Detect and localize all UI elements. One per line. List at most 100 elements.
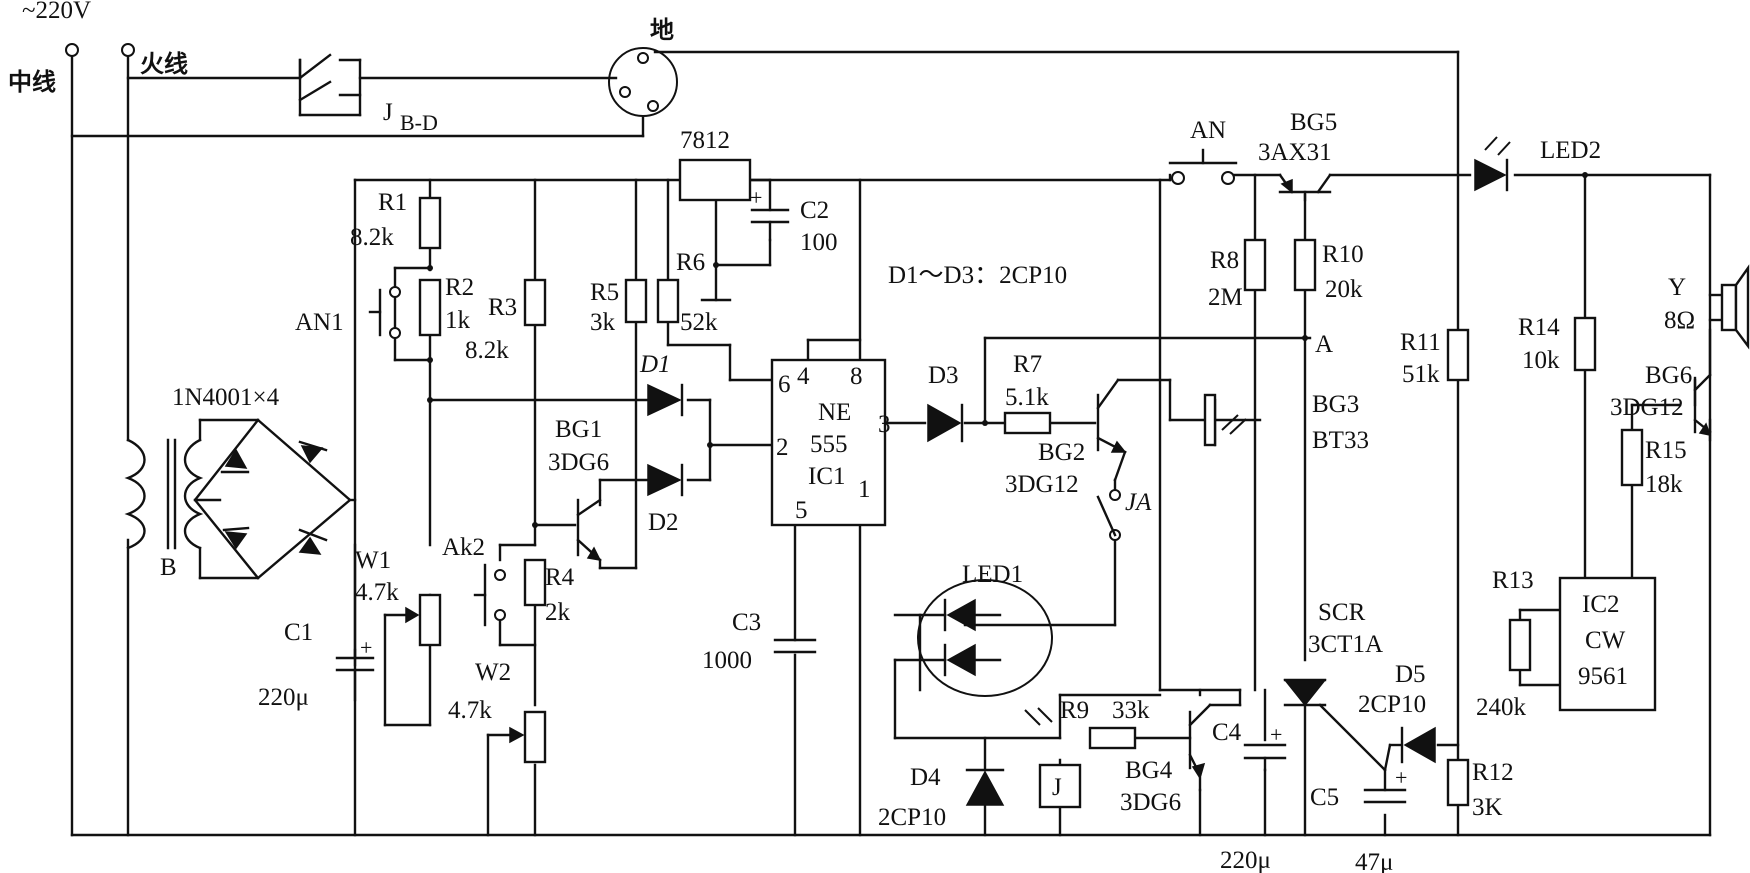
transistor-bg2	[1096, 378, 1127, 454]
led2-label: LED2	[1540, 137, 1601, 164]
node-a-label: A	[1315, 331, 1333, 358]
d2-label: D2	[648, 509, 679, 536]
c4-value: 220μ	[1220, 847, 1271, 873]
bg6-type: 3DG12	[1610, 394, 1684, 421]
c5-value: 47μ	[1355, 849, 1393, 873]
w1-value: 4.7k	[355, 579, 399, 606]
ic1-pin6: 6	[778, 371, 791, 398]
r12-value: 3K	[1472, 794, 1503, 821]
ic1-pin8: 8	[850, 363, 863, 390]
r9-name: R9	[1060, 697, 1089, 724]
wires	[70, 50, 1724, 837]
ic2-cw9561	[1558, 576, 1657, 712]
r1-value: 8.2k	[350, 224, 394, 251]
diode-d4	[965, 768, 1005, 806]
c1-name: C1	[284, 619, 313, 646]
speaker-icon	[1720, 264, 1750, 350]
resistor-r13	[1508, 618, 1532, 672]
potentiometer-w2	[523, 710, 547, 764]
ic1-pin1: 1	[858, 476, 871, 503]
ic1-pin4: 4	[797, 363, 810, 390]
transformer	[124, 438, 204, 550]
c3-name: C3	[732, 609, 761, 636]
c5-plus: +	[1395, 765, 1407, 790]
resistor-r8	[1243, 238, 1267, 292]
transformer-label: B	[160, 554, 177, 581]
live-terminal	[121, 43, 135, 57]
regulator-7812	[678, 158, 752, 202]
diode-note: D1～D3：2CP10	[888, 262, 1067, 289]
photo-sensor	[1203, 393, 1247, 447]
bg5-type: 3AX31	[1258, 139, 1332, 166]
diode-d3	[927, 403, 964, 443]
r8-name: R8	[1210, 247, 1239, 274]
speaker-name: Y	[1668, 274, 1686, 301]
w2-name: W2	[475, 659, 511, 686]
r3-value: 8.2k	[465, 337, 509, 364]
r5-value: 3k	[590, 309, 616, 336]
pushbutton-an	[1168, 148, 1238, 185]
capacitor-c4	[1243, 743, 1287, 772]
transistor-bg6	[1693, 328, 1712, 436]
relay-contact-jbd	[298, 53, 362, 117]
r2-name: R2	[445, 274, 474, 301]
r13-name: R13	[1492, 567, 1534, 594]
junctions	[427, 172, 1588, 528]
relay-coil-label: J	[1052, 774, 1062, 801]
c4-plus: +	[1270, 722, 1282, 747]
bridge-label: 1N4001×4	[172, 384, 280, 411]
potentiometer-w1	[418, 593, 442, 647]
bg4-type: 3DG6	[1120, 789, 1181, 816]
r4-value: 2k	[545, 599, 571, 626]
scr-type: 3CT1A	[1308, 631, 1383, 658]
relay-coil	[1038, 763, 1082, 809]
r7-name: R7	[1013, 351, 1042, 378]
ic1-pin5: 5	[795, 497, 808, 524]
resistor-r5	[624, 278, 648, 324]
ic1-line2: 555	[810, 431, 848, 458]
c1-plus: +	[360, 635, 372, 660]
r2-value: 1k	[445, 307, 471, 334]
ak2-label: Ak2	[442, 534, 485, 561]
ic2-line2: CW	[1585, 627, 1626, 654]
led1	[917, 579, 1053, 726]
ground-socket	[608, 47, 678, 117]
pushbutton-ak2	[473, 563, 506, 627]
d4-name: D4	[910, 764, 941, 791]
resistor-r15	[1620, 428, 1644, 487]
transistor-bg4	[1188, 688, 1242, 792]
r10-name: R10	[1322, 241, 1364, 268]
ic1-pin3: 3	[878, 411, 891, 438]
r9-value: 33k	[1112, 697, 1150, 724]
resistor-r14	[1573, 316, 1597, 372]
ic2-line3: 9561	[1578, 663, 1628, 690]
supply-voltage-label: ~220V	[22, 0, 91, 24]
c2-value: 100	[800, 229, 838, 256]
relay-contact-label: J	[383, 99, 393, 126]
capacitor-c2	[750, 208, 790, 242]
transistor-bg1	[576, 498, 602, 570]
capacitor-c1	[335, 543, 375, 702]
resistor-r6	[656, 278, 680, 324]
regulator-label: 7812	[680, 127, 730, 154]
w2-value: 4.7k	[448, 697, 492, 724]
r14-name: R14	[1518, 314, 1560, 341]
bg2-name: BG2	[1038, 439, 1085, 466]
diode-d5	[1400, 726, 1436, 764]
an1-label: AN1	[295, 309, 344, 336]
speaker-value: 8Ω	[1664, 307, 1695, 334]
ic1-line3: IC1	[808, 463, 846, 490]
resistor-r7	[1003, 411, 1052, 435]
neutral-terminal	[65, 43, 79, 57]
c4-name: C4	[1212, 719, 1242, 746]
relay-ja-label: JA	[1125, 489, 1152, 516]
bg2-type: 3DG12	[1005, 471, 1079, 498]
c2-name: C2	[800, 197, 829, 224]
neutral-label: 中线	[8, 68, 56, 96]
bg3-name: BG3	[1312, 391, 1359, 418]
r13-value: 240k	[1476, 694, 1527, 721]
c2-plus: +	[750, 185, 762, 210]
w1-name: W1	[355, 547, 391, 574]
